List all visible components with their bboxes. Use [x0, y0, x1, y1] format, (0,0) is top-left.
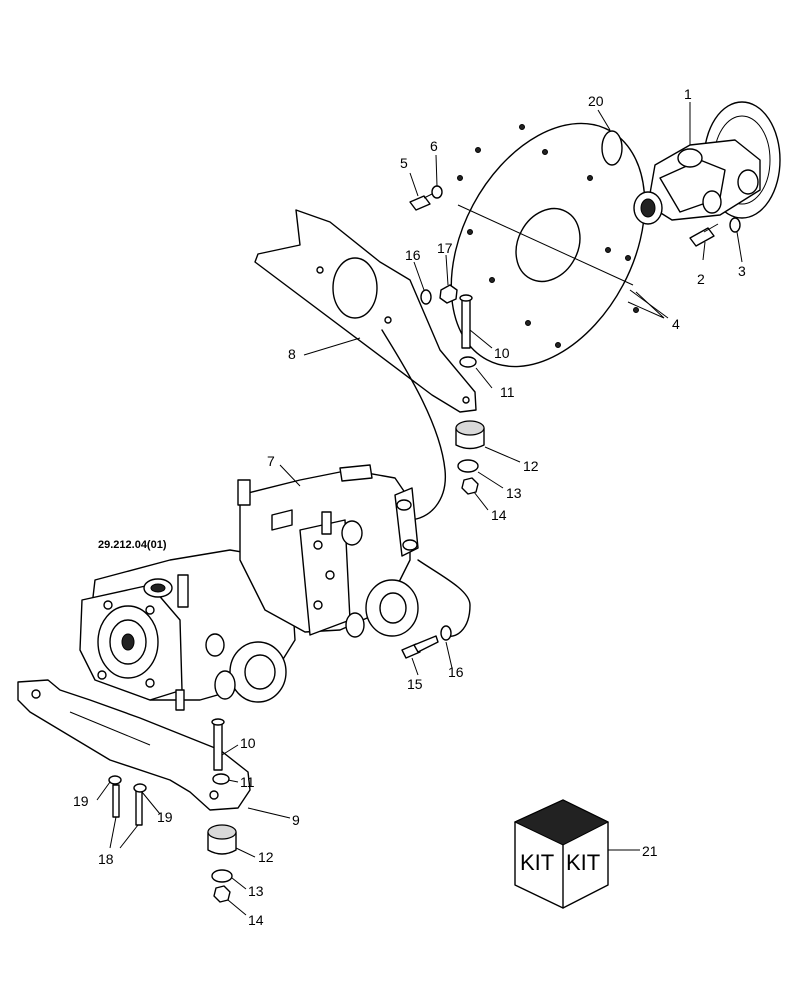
bolt-10-upper [459, 294, 473, 349]
washer-19-left [108, 775, 122, 785]
hose-upper [381, 329, 446, 521]
washer-16-lower [440, 625, 452, 641]
callout-8: 8 [288, 346, 296, 362]
callout-9: 9 [292, 812, 300, 828]
isolator-12-upper [455, 420, 485, 450]
washer-11-upper [459, 356, 477, 368]
callout-12-upper: 12 [523, 458, 539, 474]
leader-lines [96, 102, 743, 916]
callout-5: 5 [400, 155, 408, 171]
callout-11-lower: 11 [240, 774, 255, 790]
callout-20: 20 [588, 93, 604, 109]
isolator-12-lower [207, 824, 237, 855]
reference-code: 29.212.04(01) [98, 539, 167, 551]
callout-15: 15 [407, 676, 423, 692]
callout-13-lower: 13 [248, 883, 264, 899]
callout-6: 6 [430, 138, 438, 154]
callouts: 1 20 3 2 5 6 17 16 4 10 11 8 12 13 14 7 … [73, 86, 746, 928]
support-bar [17, 679, 251, 811]
coupling-hub [633, 101, 781, 225]
callout-1: 1 [684, 86, 692, 102]
callout-19-left: 19 [73, 793, 89, 809]
callout-14-upper: 14 [491, 507, 507, 523]
washer-6 [431, 185, 443, 199]
nut-17 [439, 284, 458, 304]
o-ring [601, 130, 623, 166]
callout-17: 17 [437, 240, 453, 256]
callout-14-lower: 14 [248, 912, 264, 928]
bolt-2 [689, 223, 719, 247]
callout-10-lower: 10 [240, 735, 256, 751]
nut-14-upper [461, 477, 479, 495]
washer-13-lower [211, 869, 233, 883]
hose-lower [417, 559, 471, 637]
washer-13-upper [457, 459, 479, 473]
callout-2: 2 [697, 271, 705, 287]
washer-19-right [133, 783, 147, 793]
callout-13-upper: 13 [506, 485, 522, 501]
kit-label-left: KIT [520, 850, 554, 875]
callout-7: 7 [267, 453, 275, 469]
bolt-10-lower [211, 718, 225, 771]
washer-11-lower [212, 773, 230, 785]
callout-16-upper: 16 [405, 247, 421, 263]
hydraulic-pump-assembly [79, 464, 419, 711]
kit-box: KIT KIT [513, 799, 610, 909]
callout-4: 4 [672, 316, 680, 332]
washer-16-upper [420, 289, 432, 305]
callout-16-lower: 16 [448, 664, 464, 680]
coupling-disc [450, 122, 646, 368]
callout-11-upper: 11 [500, 384, 515, 400]
mounting-bracket [254, 209, 477, 413]
washer-3 [729, 217, 741, 233]
callout-18: 18 [98, 851, 114, 867]
kit-label-right: KIT [566, 850, 600, 875]
callout-10-upper: 10 [494, 345, 510, 361]
bolt-15 [401, 635, 439, 659]
callout-3: 3 [738, 263, 746, 279]
callout-21: 21 [642, 843, 658, 859]
callout-12-lower: 12 [258, 849, 274, 865]
callout-19-right: 19 [157, 809, 173, 825]
nut-14-lower [213, 885, 231, 903]
